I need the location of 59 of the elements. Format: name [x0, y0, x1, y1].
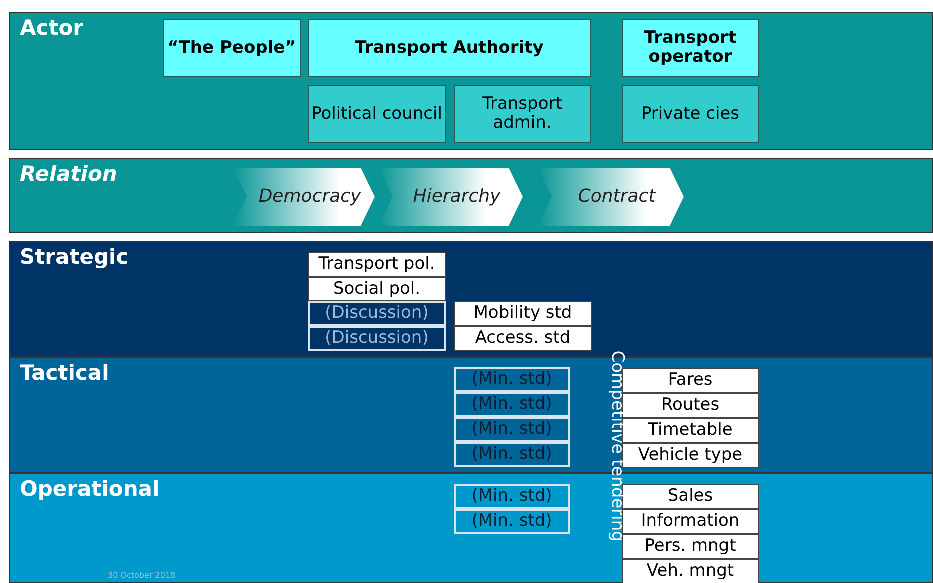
item-box [622, 509, 759, 534]
actor-name: Transport admin. [482, 95, 564, 133]
item-label: Sales [668, 487, 714, 506]
item-label: Fares [668, 371, 713, 390]
rotated-label: Competitive tendering [608, 350, 626, 544]
item-label: (Min. std) [472, 445, 552, 464]
item-box [454, 392, 570, 417]
item-label: Vehicle type [638, 446, 743, 465]
actor-box [622, 85, 759, 143]
item-box [454, 484, 570, 509]
item-box [308, 326, 446, 351]
item-label: Veh. mngt [646, 562, 734, 581]
item-box [454, 442, 570, 467]
item-label: Pers. mngt [644, 537, 736, 556]
relation-label: Hierarchy [413, 187, 501, 207]
item-label: (Discussion) [325, 329, 429, 348]
actor-box [308, 85, 446, 143]
actor-box [308, 19, 591, 77]
layer-band [9, 12, 933, 150]
item-label: (Min. std) [472, 420, 552, 439]
actor-box [622, 19, 759, 77]
date-note: 30 October 2018 [108, 572, 176, 581]
item-label: Social pol. [333, 280, 421, 298]
layer-heading: Strategic [20, 246, 129, 270]
item-box [308, 252, 446, 277]
actor-box [454, 85, 591, 143]
item-box [622, 484, 759, 509]
item-box [454, 509, 570, 534]
item-label: Access. std [475, 329, 571, 348]
item-label: Transport pol. [318, 255, 436, 274]
layer-heading: Relation [20, 163, 118, 186]
actor-name: Private cies [641, 104, 740, 124]
item-label: Mobility std [474, 304, 572, 323]
item-label: (Min. std) [472, 370, 552, 389]
item-box [454, 367, 570, 392]
layer-heading: Operational [20, 478, 160, 502]
item-label: (Min. std) [472, 395, 552, 414]
layer-heading: Actor [20, 17, 84, 40]
item-box [308, 301, 446, 326]
item-box [454, 417, 570, 442]
item-label: Routes [661, 396, 720, 415]
actor-name: Political council [312, 104, 442, 124]
item-label: Information [641, 512, 740, 531]
item-label: (Min. std) [472, 487, 552, 506]
actor-name: “The People” [166, 38, 298, 58]
actor-box [163, 19, 301, 77]
item-box [454, 326, 592, 351]
relation-label: Contract [578, 187, 656, 207]
layer-heading: Tactical [20, 362, 110, 386]
layer-band [9, 158, 933, 233]
item-box [308, 277, 446, 301]
actor-name: Transport operator [643, 29, 738, 67]
item-label: Timetable [648, 421, 733, 440]
item-label: (Min. std) [472, 512, 552, 531]
item-label: (Discussion) [325, 304, 429, 323]
item-box [622, 559, 759, 583]
item-box [622, 534, 759, 559]
item-box [454, 301, 592, 326]
actor-name: Transport Authority [354, 38, 545, 58]
